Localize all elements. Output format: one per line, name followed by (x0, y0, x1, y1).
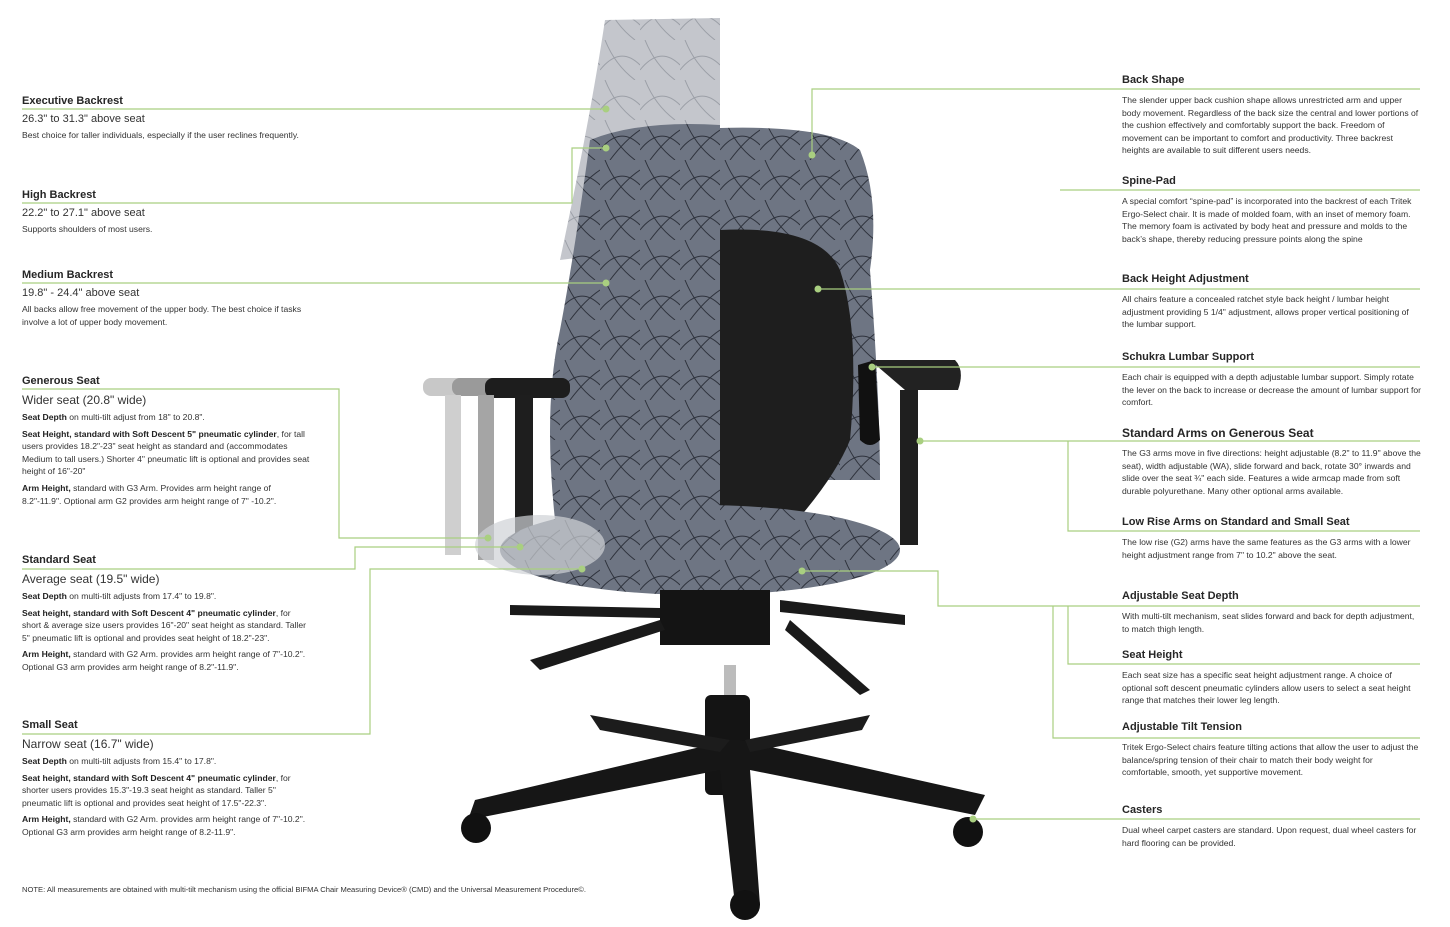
feature-desc: Tritek Ergo-Select chairs feature tiltin… (1122, 742, 1419, 778)
feature-small-seat: Small Seat Narrow seat (16.7" wide) Seat… (22, 719, 312, 839)
para-lead: Arm Height, (22, 814, 71, 825)
feature-title: Spine-Pad (1122, 175, 1176, 187)
feature-subtitle: 22.2" to 27.1" above seat (22, 207, 145, 219)
feature-desc: All chairs feature a concealed ratchet s… (1122, 294, 1409, 330)
feature-back-height-adjustment: Back Height Adjustment All chairs featur… (1122, 273, 1422, 331)
feature-desc: Best choice for taller individuals, espe… (22, 130, 299, 140)
para-lead: Seat Depth (22, 591, 67, 601)
para-text: , for tall users provides 18.2"-23" seat… (22, 428, 310, 477)
feature-title: Standard Seat (22, 554, 96, 566)
measurement-note: NOTE: All measurements are obtained with… (22, 885, 586, 894)
armrest-left (485, 378, 570, 398)
para-lead: Arm Height, (22, 482, 71, 493)
feature-high-backrest: High Backrest 22.2" to 27.1" above seat … (22, 189, 342, 236)
feature-title: Adjustable Seat Depth (1122, 590, 1239, 602)
feature-title: Small Seat (22, 719, 78, 731)
para-text: standard with G3 Arm. Provides arm heigh… (22, 482, 277, 506)
para-lead: Seat height, standard with Soft Descent … (22, 772, 276, 783)
feature-title: Casters (1122, 804, 1163, 816)
caster (730, 890, 760, 920)
feature-title: Executive Backrest (22, 95, 123, 107)
lumbar-shell (720, 229, 854, 560)
feature-seat-height: Seat Height Each seat size has a specifi… (1122, 649, 1422, 707)
para-text: on multi-tilt adjusts from 15.4" to 17.8… (66, 756, 217, 766)
feature-desc: The low rise (G2) arms have the same fea… (1122, 537, 1411, 560)
feature-title: Seat Height (1122, 649, 1183, 661)
para-lead: Arm Height, (22, 649, 71, 660)
para-text: standard with G2 Arm. provides arm heigh… (22, 814, 306, 837)
feature-title: Back Shape (1122, 74, 1185, 86)
feature-title: Schukra Lumbar Support (1122, 351, 1255, 363)
feature-title: Generous Seat (22, 375, 100, 387)
para-text: on multi-tilt adjusts from 17.4" to 19.8… (66, 591, 217, 601)
feature-low-rise-arms: Low Rise Arms on Standard and Small Seat… (1122, 516, 1422, 561)
feature-title: Low Rise Arms on Standard and Small Seat (1122, 516, 1350, 528)
feature-adjustable-seat-depth: Adjustable Seat Depth With multi-tilt me… (1122, 590, 1422, 635)
feature-executive-backrest: Executive Backrest 26.3" to 31.3" above … (22, 95, 342, 142)
feature-desc: The G3 arms move in five directions: hei… (1122, 448, 1421, 496)
caster (953, 817, 983, 847)
feature-desc: Supports shoulders of most users. (22, 224, 153, 234)
feature-adjustable-tilt-tension: Adjustable Tilt Tension Tritek Ergo-Sele… (1122, 721, 1422, 779)
caster (461, 813, 491, 843)
feature-desc: All backs allow free movement of the upp… (22, 304, 302, 327)
star-base (468, 740, 985, 905)
feature-title: High Backrest (22, 189, 96, 201)
feature-schukra-lumbar: Schukra Lumbar Support Each chair is equ… (1122, 351, 1422, 409)
feature-title: Standard Arms on Generous Seat (1122, 426, 1314, 440)
feature-spine-pad: Spine-Pad A special comfort “spine-pad” … (1122, 175, 1422, 245)
para-lead: Seat Height, standard with Soft Descent … (22, 428, 277, 439)
feature-title: Medium Backrest (22, 269, 114, 281)
para-text: , for short & average size users provide… (22, 607, 306, 643)
feature-subtitle: Wider seat (20.8" wide) (22, 393, 147, 407)
feature-desc: The slender upper back cushion shape all… (1122, 95, 1419, 156)
feature-subtitle: Average seat (19.5" wide) (22, 572, 160, 586)
para-lead: Seat Depth (22, 412, 67, 422)
feature-desc: Each seat size has a specific seat heigh… (1122, 670, 1411, 706)
feature-standard-seat: Standard Seat Average seat (19.5" wide) … (22, 554, 312, 674)
para-text: , for shorter users provides 15.3"-19.3 … (22, 772, 291, 808)
feature-desc: With multi-tilt mechanism, seat slides f… (1122, 611, 1415, 634)
feature-back-shape: Back Shape The slender upper back cushio… (1122, 74, 1422, 157)
feature-casters: Casters Dual wheel carpet casters are st… (1122, 804, 1422, 849)
backrest-front (550, 124, 720, 560)
feature-desc: Dual wheel carpet casters are standard. … (1122, 825, 1417, 848)
para-lead: Seat height, standard with Soft Descent … (22, 607, 276, 618)
feature-title: Back Height Adjustment (1122, 273, 1249, 285)
feature-standard-arms: Standard Arms on Generous Seat The G3 ar… (1122, 426, 1422, 497)
feature-subtitle: 19.8" - 24.4" above seat (22, 287, 140, 299)
para-text: on multi-tilt adjust from 18" to 20.8". (66, 412, 205, 422)
feature-generous-seat: Generous Seat Wider seat (20.8" wide) Se… (22, 375, 312, 507)
para-lead: Seat Depth (22, 756, 67, 766)
feature-title: Adjustable Tilt Tension (1122, 721, 1242, 733)
feature-desc: Each chair is equipped with a depth adju… (1122, 372, 1422, 408)
lumbar-lever (858, 360, 880, 445)
feature-desc: A special comfort “spine-pad” is incorpo… (1122, 196, 1412, 244)
feature-subtitle: Narrow seat (16.7" wide) (22, 737, 154, 751)
para-text: standard with G2 Arm. provides arm heigh… (22, 649, 306, 672)
feature-medium-backrest: Medium Backrest 19.8" - 24.4" above seat… (22, 269, 312, 328)
feature-subtitle: 26.3" to 31.3" above seat (22, 113, 145, 125)
